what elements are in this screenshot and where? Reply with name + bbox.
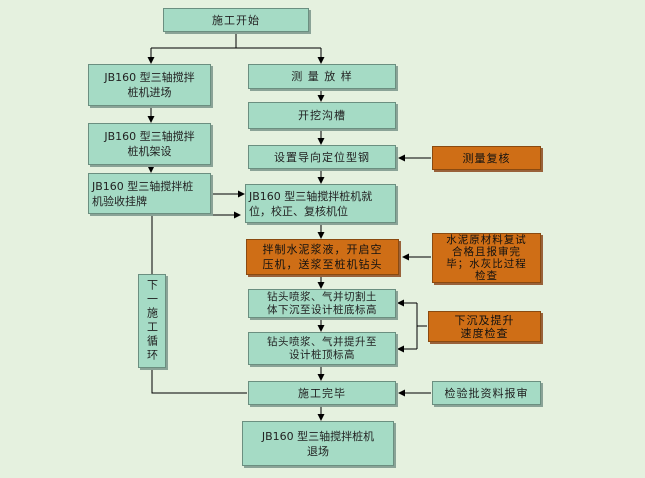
node-speed-check-line2: 速度检查: [460, 326, 509, 340]
node-trench: 开挖沟槽: [248, 102, 396, 129]
node-speed-check: 下沉及提升 速度检查: [428, 311, 541, 342]
node-speed-check-line1: 下沉及提升: [454, 313, 515, 327]
node-construction-done: 施工完毕: [248, 381, 396, 405]
node-guide-steel: 设置导向定位型钢: [248, 145, 396, 169]
node-machine-exit-line2: 退场: [307, 444, 329, 458]
node-sink-drill-line1: 钻头喷浆、气并切割土: [267, 290, 377, 303]
node-cement-check: 水泥原材料复试 合格且报审完 毕；水灰比过程 检查: [432, 233, 541, 283]
node-mix-slurry-line1: 拌制水泥浆液，开启空: [262, 243, 383, 256]
node-machine-accept: JB160 型三轴搅拌桩 机验收挂牌: [88, 173, 211, 214]
node-inspection-report: 检验批资料报审: [432, 381, 541, 405]
node-survey: 测 量 放 样: [248, 64, 396, 89]
node-machine-enter-line1: JB160 型三轴搅拌: [104, 71, 195, 84]
node-machine-position: JB160 型三轴搅拌桩机就 位，校正、复核机位: [245, 184, 396, 223]
node-mix-slurry-line2: 压机，送浆至桩机钻头: [262, 258, 383, 271]
connector-speed-bracket: [416, 303, 427, 349]
node-cement-check-line3: 毕；水灰比过程: [446, 258, 527, 270]
node-machine-position-line2: 位，校正、复核机位: [249, 204, 348, 218]
node-start: 施工开始: [163, 8, 309, 32]
node-machine-mount: JB160 型三轴搅拌 桩机架设: [88, 123, 211, 165]
node-machine-accept-line2: 机验收挂牌: [92, 194, 147, 208]
node-cement-check-line4: 检查: [475, 270, 498, 282]
node-next-cycle: 下一施工循环: [138, 274, 166, 368]
node-machine-accept-line1: JB160 型三轴搅拌桩: [92, 179, 194, 193]
node-lift-drill: 钻头喷浆、气并提升至 设计桩顶标高: [248, 332, 396, 365]
node-machine-mount-line2: 桩机架设: [127, 145, 172, 158]
node-machine-exit-line1: JB160 型三轴搅拌桩机: [261, 429, 375, 443]
connector-start-split: [151, 32, 321, 49]
node-machine-exit: JB160 型三轴搅拌桩机 退场: [242, 421, 394, 466]
node-machine-enter-line2: 桩机进场: [127, 86, 172, 99]
node-cement-check-line2: 合格且报审完: [452, 246, 521, 258]
node-machine-mount-line1: JB160 型三轴搅拌: [104, 130, 195, 143]
node-sink-drill-line2: 体下沉至设计桩底标高: [267, 303, 377, 316]
node-survey-recheck: 测量复核: [432, 146, 541, 170]
node-mix-slurry: 拌制水泥浆液，开启空 压机，送浆至桩机钻头: [246, 239, 399, 275]
connector-loop-bottom: [151, 368, 247, 394]
node-cement-check-line1: 水泥原材料复试: [446, 234, 527, 246]
node-machine-position-line1: JB160 型三轴搅拌桩机就: [249, 189, 373, 203]
node-machine-enter: JB160 型三轴搅拌 桩机进场: [88, 64, 211, 106]
node-lift-drill-line2: 设计桩顶标高: [289, 348, 355, 361]
node-lift-drill-line1: 钻头喷浆、气并提升至: [267, 335, 377, 348]
node-sink-drill: 钻头喷浆、气并切割土 体下沉至设计桩底标高: [248, 289, 396, 318]
connector-loop-top: [151, 211, 241, 274]
